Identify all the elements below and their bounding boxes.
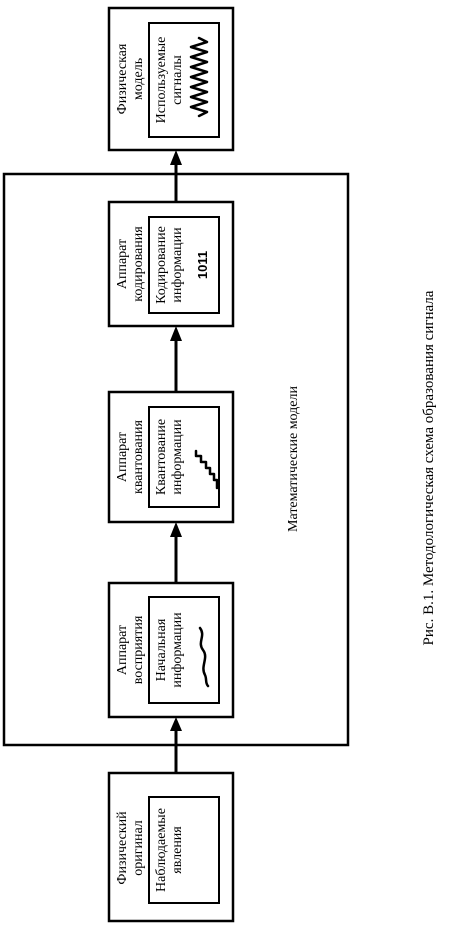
physical-model-inner-1: Используемые — [154, 37, 169, 124]
physical-model-title-1: Физическая — [115, 43, 130, 114]
block-perception: Аппарат восприятия Начальная информации — [107, 581, 235, 719]
quantization-inner-2: информации — [170, 419, 185, 495]
physical-model-title-2: модель — [131, 58, 146, 100]
physical-model-inner-2: сигналы — [170, 55, 185, 105]
coding-inner-2: информации — [170, 227, 185, 303]
math-models-label: Математические модели — [286, 386, 301, 532]
perception-inner-2: информации — [170, 612, 185, 688]
arrow-original-to-perception — [170, 717, 182, 773]
block-physical-original: Физический оригинал Наблюдаемые явления — [107, 771, 235, 923]
quantization-title-1: Аппарат — [115, 432, 130, 482]
block-quantization: Аппарат квантования Квантование информац… — [107, 390, 235, 524]
physical-original-title-1: Физический — [115, 811, 130, 885]
physical-original-inner-1: Наблюдаемые — [154, 808, 169, 892]
arrow-quantization-to-coding — [170, 326, 182, 392]
physical-original-inner-2: явления — [170, 826, 185, 874]
wave-icon — [189, 36, 209, 118]
arrow-perception-to-quantization — [170, 522, 182, 583]
coding-inner-box — [148, 216, 220, 314]
perception-inner-1: Начальная — [154, 618, 169, 681]
block-coding: Аппарат кодирования Кодирование информац… — [107, 200, 235, 328]
quantization-inner-1: Квантование — [154, 419, 169, 495]
quantization-inner-box — [148, 406, 220, 508]
perception-title-1: Аппарат — [115, 625, 130, 675]
quantization-title-2: квантования — [131, 419, 146, 493]
coding-inner-1: Кодирование — [154, 226, 169, 304]
arrow-coding-to-model — [170, 150, 182, 202]
coding-title-1: Аппарат — [115, 239, 130, 289]
staircase-icon — [194, 449, 219, 490]
physical-original-inner-box — [148, 796, 220, 904]
binary-code-label: 1011 — [195, 251, 210, 279]
figure-caption: Рис. В.1. Методологическая схема образов… — [421, 290, 437, 645]
block-physical-model: Физическая модель Используемые сигналы — [107, 6, 235, 152]
perception-title-2: восприятия — [131, 615, 146, 684]
coding-title-2: кодирования — [131, 226, 146, 302]
curve-icon — [198, 626, 210, 688]
physical-original-title-2: оригинал — [131, 820, 146, 876]
